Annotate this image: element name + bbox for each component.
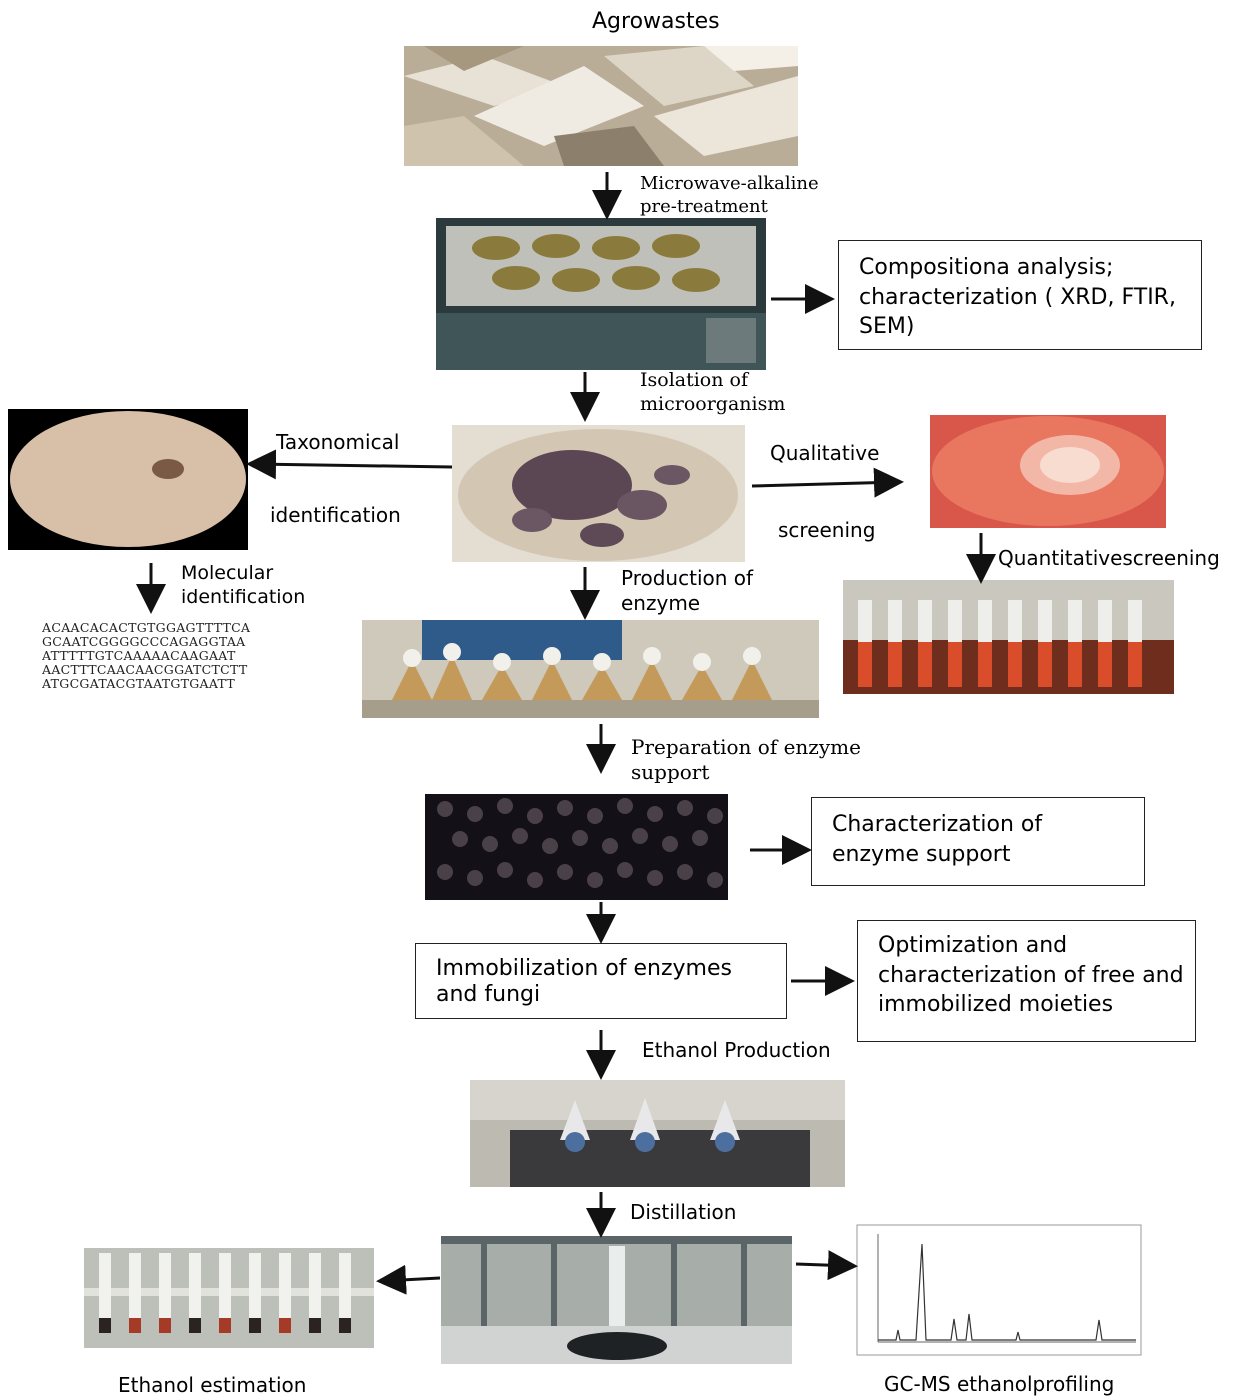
arrow-plate-to-screening — [752, 482, 898, 486]
arrow-plate-to-microscope — [252, 464, 452, 467]
arrow-distill-to-tubes — [382, 1278, 440, 1281]
arrow-distill-to-gcms — [796, 1264, 852, 1266]
